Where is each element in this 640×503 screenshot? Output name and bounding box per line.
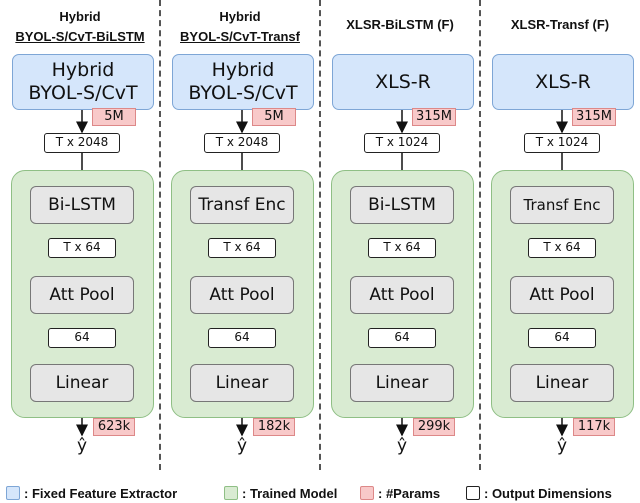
sequence-layer: Bi-LSTM	[350, 186, 454, 224]
legend-output-dimensions: : Output Dimensions	[466, 484, 612, 502]
linear-layer: Linear	[30, 364, 134, 402]
model-params-badge: 299k	[413, 418, 455, 436]
column-xlsr-bilstm: XLSR-BiLSTM (F) XLS-R 315M T x 1024 Bi-L…	[320, 0, 480, 503]
column-separator-2	[319, 0, 321, 470]
legend-label-dims: : Output Dimensions	[484, 485, 612, 501]
feature-extractor: XLS-R	[332, 54, 474, 110]
linear-layer: Linear	[190, 364, 294, 402]
pooling-output-dim: 64	[48, 328, 116, 348]
column-title-line1: Hybrid	[219, 9, 261, 24]
model-params-badge: 182k	[253, 418, 295, 436]
legend-swatch-dims	[466, 486, 480, 500]
legend-swatch-trained	[224, 486, 238, 500]
feature-extractor: Hybrid BYOL-S/CvT	[172, 54, 314, 110]
column-separator-3	[479, 0, 481, 470]
column-title-line2: BYOL-S/CvT-BiLSTM	[15, 29, 145, 44]
extractor-params-badge: 5M	[252, 108, 296, 126]
pooling-output-dim: 64	[208, 328, 276, 348]
extractor-output-dim: T x 2048	[44, 133, 120, 153]
column-title: XLSR-BiLSTM (F)	[346, 17, 454, 32]
column-hybrid-bilstm: Hybrid BYOL-S/CvT-BiLSTM Hybrid BYOL-S/C…	[0, 0, 160, 503]
feature-extractor-line1: Hybrid	[51, 59, 115, 81]
pooling-output-dim: 64	[368, 328, 436, 348]
legend-label-fixed: : Fixed Feature Extractor	[24, 485, 178, 501]
legend-trained-model: : Trained Model	[224, 484, 337, 502]
output-prediction: ŷ	[556, 436, 568, 456]
feature-extractor-line2: BYOL-S/CvT	[28, 82, 138, 104]
extractor-params-badge: 315M	[412, 108, 456, 126]
model-params-badge: 623k	[93, 418, 135, 436]
column-separator-1	[159, 0, 161, 470]
legend-fixed-extractor: : Fixed Feature Extractor	[6, 484, 177, 502]
feature-extractor-line1: Hybrid	[211, 59, 275, 81]
sequence-output-dim: T x 64	[368, 238, 436, 258]
column-title: XLSR-Transf (F)	[510, 17, 610, 32]
legend-label-trained: : Trained Model	[242, 485, 338, 501]
extractor-output-dim: T x 1024	[364, 133, 440, 153]
column-title-line2: BYOL-S/CvT-Transf	[180, 29, 300, 44]
feature-extractor: XLS-R	[492, 54, 634, 110]
sequence-output-dim: T x 64	[528, 238, 596, 258]
linear-layer: Linear	[350, 364, 454, 402]
legend-params: : #Params	[360, 484, 440, 502]
pooling-layer: Att Pool	[510, 276, 614, 314]
extractor-params-badge: 5M	[92, 108, 136, 126]
column-title-line1: Hybrid	[59, 9, 101, 24]
output-prediction: ŷ	[76, 436, 88, 456]
linear-layer: Linear	[510, 364, 614, 402]
sequence-output-dim: T x 64	[48, 238, 116, 258]
sequence-layer: Transf Enc	[510, 186, 614, 224]
model-params-badge: 117k	[573, 418, 615, 436]
output-prediction: ŷ	[396, 436, 408, 456]
output-prediction: ŷ	[236, 436, 248, 456]
extractor-output-dim: T x 1024	[524, 133, 600, 153]
extractor-output-dim: T x 2048	[204, 133, 280, 153]
pooling-output-dim: 64	[528, 328, 596, 348]
legend-label-params: : #Params	[378, 485, 441, 501]
pooling-layer: Att Pool	[30, 276, 134, 314]
pooling-layer: Att Pool	[350, 276, 454, 314]
legend-swatch-params	[360, 486, 374, 500]
legend-swatch-fixed	[6, 486, 20, 500]
column-hybrid-transf: Hybrid BYOL-S/CvT-Transf Hybrid BYOL-S/C…	[160, 0, 320, 503]
sequence-layer: Transf Enc	[190, 186, 294, 224]
sequence-layer: Bi-LSTM	[30, 186, 134, 224]
column-xlsr-transf: XLSR-Transf (F) XLS-R 315M T x 1024 Tran…	[480, 0, 640, 503]
feature-extractor-label: XLS-R	[375, 70, 431, 93]
extractor-params-badge: 315M	[572, 108, 616, 126]
feature-extractor-label: XLS-R	[535, 70, 591, 93]
pooling-layer: Att Pool	[190, 276, 294, 314]
feature-extractor-line2: BYOL-S/CvT	[188, 82, 298, 104]
sequence-output-dim: T x 64	[208, 238, 276, 258]
feature-extractor: Hybrid BYOL-S/CvT	[12, 54, 154, 110]
